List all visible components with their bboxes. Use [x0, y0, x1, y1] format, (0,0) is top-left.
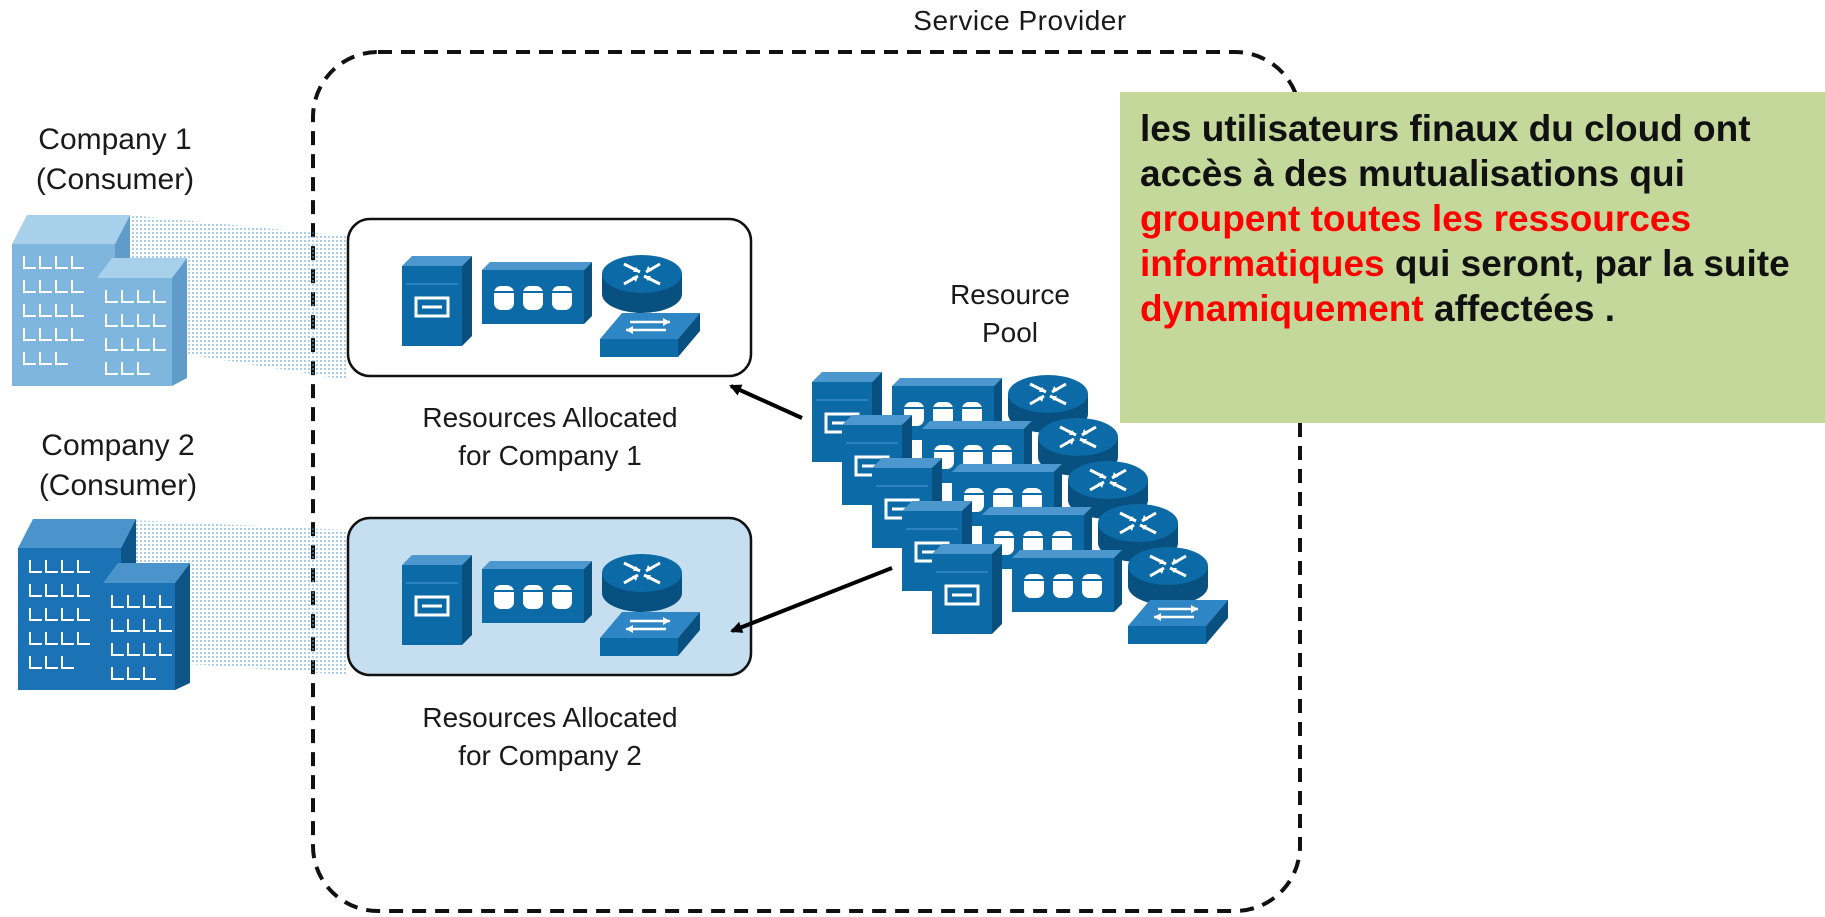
server-icon [400, 553, 474, 647]
alloc2-line2: for Company 2 [458, 740, 642, 771]
company1-role: (Consumer) [35, 163, 195, 196]
callout-text-2: qui seront, par la suite [1384, 243, 1790, 284]
callout-text-3: affectées . [1423, 288, 1615, 329]
callout-text-1: les utilisateurs finaux du cloud ont acc… [1140, 108, 1751, 194]
company1-allocated-resources [346, 217, 753, 378]
company1-name: Company 1 [38, 123, 192, 156]
company2-building-icon [18, 519, 190, 690]
company2-allocated-resources [346, 516, 753, 677]
arrow-to-company2 [730, 566, 893, 633]
resource-pool-line2: Pool [981, 317, 1039, 348]
resource-pool-label: Resource Pool [900, 276, 1120, 352]
alloc1-line2: for Company 1 [458, 440, 642, 471]
alloc2-line1: Resources Allocated [422, 702, 678, 733]
storage-icon [481, 560, 593, 624]
router-icon [600, 552, 684, 614]
alloc1-label: Resources Allocated for Company 1 [380, 399, 720, 475]
callout-highlight-2: dynamiquement [1140, 288, 1424, 329]
storage-icon [481, 261, 593, 325]
company1-label: Company 1 (Consumer) [0, 120, 230, 200]
resource-pool-line1: Resource [950, 279, 1070, 310]
company2-name: Company 2 [41, 429, 195, 462]
company2-label: Company 2 (Consumer) [3, 426, 233, 506]
alloc2-label: Resources Allocated for Company 2 [380, 699, 720, 775]
router-icon [600, 253, 684, 315]
company1-building-icon [12, 215, 187, 386]
service-provider-label: Service Provider [913, 5, 1127, 36]
service-provider-boundary [311, 50, 1302, 913]
company2-role: (Consumer) [38, 469, 198, 502]
callout-highlight-1: groupent toutes les ressources informati… [1140, 198, 1692, 284]
server-icon [400, 254, 474, 348]
arrow-to-company1 [729, 384, 803, 420]
callout-box: les utilisateurs finaux du cloud ont acc… [1120, 92, 1825, 423]
alloc1-line1: Resources Allocated [422, 402, 678, 433]
